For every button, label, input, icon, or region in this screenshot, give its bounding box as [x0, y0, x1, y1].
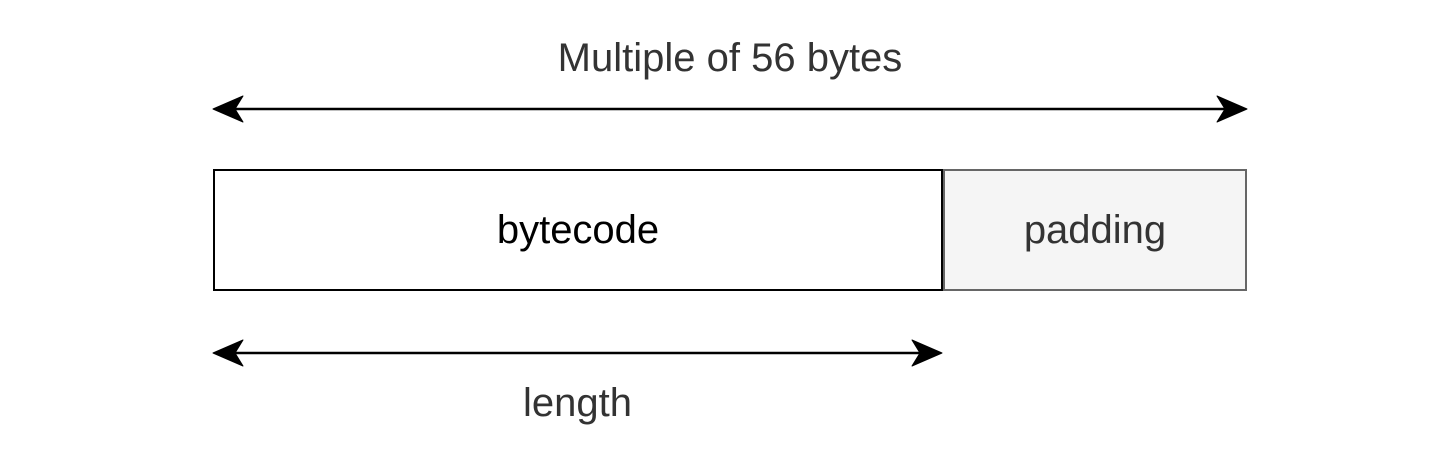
arrowhead-left-icon: [212, 95, 244, 123]
arrowhead-right-icon: [1216, 95, 1248, 123]
padding-segment: padding: [943, 169, 1247, 291]
length-span-arrow: [212, 339, 943, 367]
padding-segment-label: padding: [1023, 207, 1167, 252]
bytecode-segment-label: bytecode: [496, 207, 660, 252]
length-label: length: [523, 381, 632, 425]
total-size-span-arrow: [212, 95, 1248, 123]
arrowhead-left-icon: [212, 339, 244, 367]
arrowhead-right-icon: [911, 339, 943, 367]
total-size-label: Multiple of 56 bytes: [557, 36, 903, 80]
bytecode-segment: bytecode: [213, 169, 943, 291]
